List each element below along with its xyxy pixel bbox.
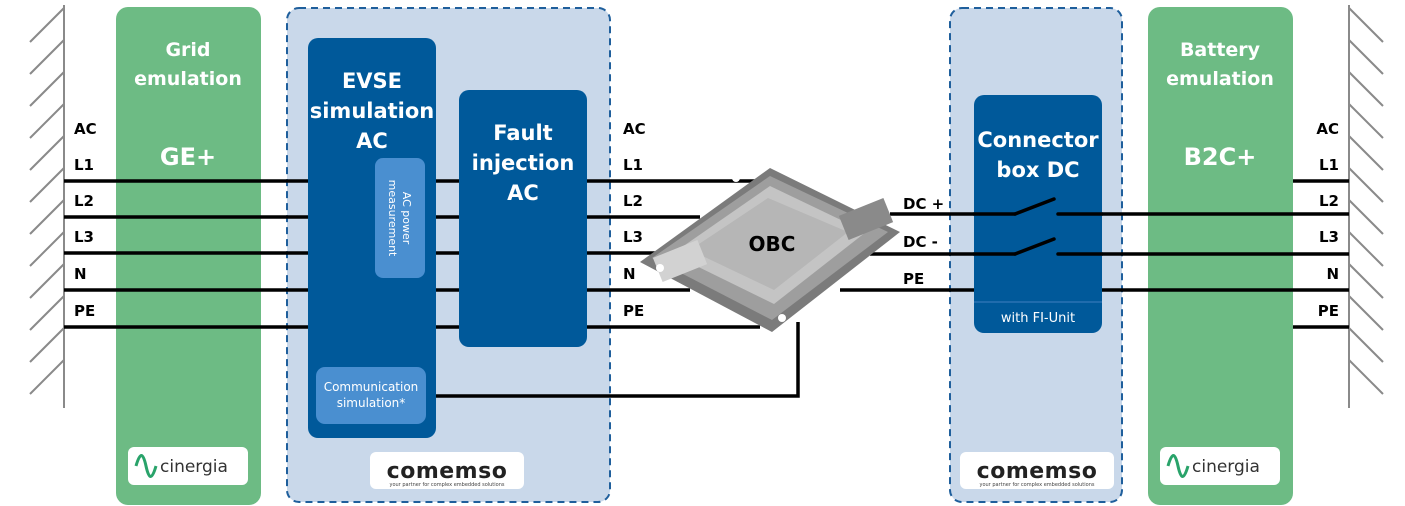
communication-line1: Communication [324,380,419,394]
left-ground-hatch [29,5,65,408]
cinergia-logo-text-left: cinergia [160,457,228,477]
left-label-n: N [74,265,87,283]
right-label-n: N [1326,265,1339,283]
evse-title-line1: EVSE [342,69,402,93]
grid-emulation-block [116,7,261,505]
fault-title-line1: Fault [493,121,552,145]
grid-name: GE+ [160,143,216,171]
cinergia-logo-left: cinergia [128,447,248,485]
mid-label-ac: AC [623,120,646,138]
dc-label-pe: PE [903,270,924,288]
comemso-logo-text-right: comemso [977,459,1098,484]
cinergia-logo-text-right: cinergia [1192,457,1260,477]
left-label-l3: L3 [74,228,94,246]
evse-title-line3: AC [356,129,388,153]
comemso-logo-text-left: comemso [387,459,508,484]
evse-title-line2: simulation [310,99,435,123]
connector-title-line1: Connector [977,128,1099,152]
connector-subtitle: with FI-Unit [1001,311,1075,326]
connector-title-line2: box DC [996,158,1079,182]
right-label-l1: L1 [1319,156,1339,174]
ac-power-measurement-line2: measurement [386,180,399,257]
comemso-logo-left: comemso your partner for complex embedde… [370,452,524,489]
grid-title-line1: Grid [165,39,210,61]
comemso-logo-right: comemso your partner for complex embedde… [960,452,1114,489]
right-label-l2: L2 [1319,192,1339,210]
connector-switch-lines [972,197,1104,256]
dc-labels: DC + DC - PE [903,195,944,288]
battery-title-line1: Battery [1180,39,1261,61]
fault-title-line3: AC [507,181,539,205]
right-ground-hatch [1348,5,1384,408]
right-label-pe: PE [1318,302,1339,320]
fault-injection-block [459,90,587,347]
mid-label-n: N [623,265,636,283]
right-label-l3: L3 [1319,228,1339,246]
dc-label-minus: DC - [903,233,938,251]
mid-label-l3: L3 [623,228,643,246]
ac-power-measurement-block [375,158,425,278]
ac-power-measurement-line1: AC power [400,192,413,245]
left-label-pe: PE [74,302,95,320]
cinergia-wave-icon [1166,454,1190,478]
left-label-l2: L2 [74,192,94,210]
comemso-tagline-right: your partner for complex embedded soluti… [979,482,1094,488]
left-label-l1: L1 [74,156,94,174]
communication-simulation-block [316,367,426,424]
right-label-ac: AC [1316,120,1339,138]
cinergia-wave-icon [134,454,158,478]
communication-line2: simulation* [337,396,406,410]
battery-name: B2C+ [1184,143,1257,171]
evse-simulation-block [308,38,436,438]
obc-device [640,168,900,332]
fault-title-line2: injection [472,151,575,175]
left-phase-labels: AC L1 L2 L3 N PE [74,120,97,320]
battery-emulation-block [1148,7,1293,505]
mid-label-l1: L1 [623,156,643,174]
mid-label-pe: PE [623,302,644,320]
grid-title-line2: emulation [134,68,242,90]
mid-phase-labels: AC L1 L2 L3 N PE [623,120,646,320]
right-phase-labels: AC L1 L2 L3 N PE [1316,120,1339,320]
comemso-tagline-left: your partner for complex embedded soluti… [389,482,504,488]
connector-box-block [974,95,1102,333]
obc-label: OBC [749,232,796,256]
battery-title-line2: emulation [1166,68,1274,90]
communication-wire [425,322,800,398]
dc-label-plus: DC + [903,195,944,213]
cinergia-logo-right: cinergia [1160,447,1280,485]
mid-label-l2: L2 [623,192,643,210]
left-label-ac: AC [74,120,97,138]
